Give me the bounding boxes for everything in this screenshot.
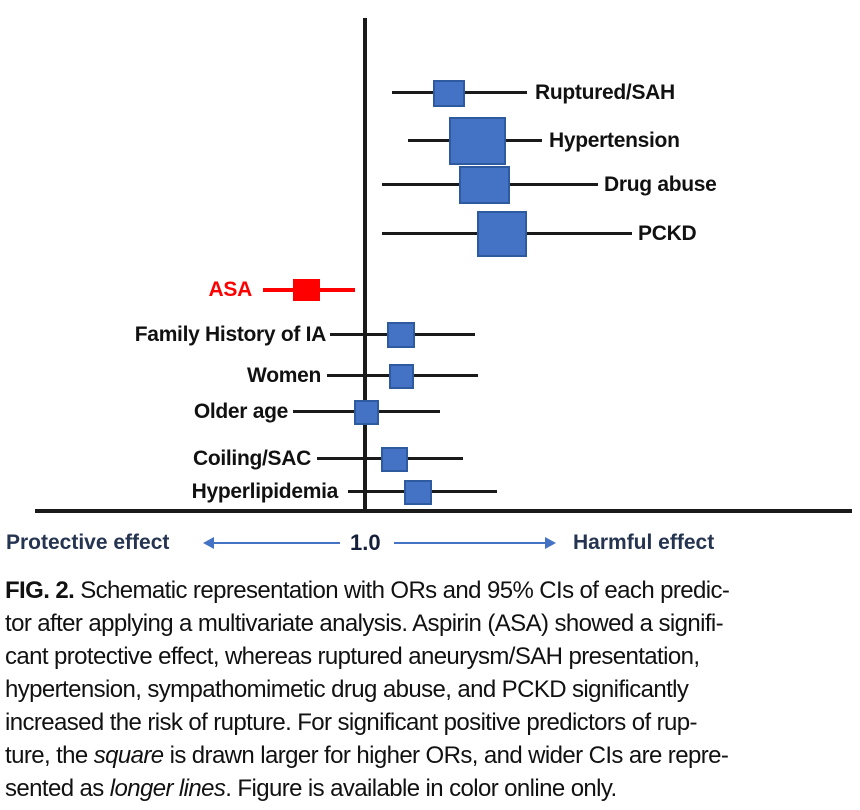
protective-arrow-line: [212, 542, 340, 544]
caption-text: is drawn larger for higher ORs, and wide…: [163, 742, 729, 769]
row-label: Women: [247, 364, 321, 387]
caption-line: tor after applying a multivariate analys…: [5, 607, 857, 640]
caption-line: ture, the square is drawn larger for hig…: [5, 739, 857, 772]
caption-text: cant protective effect, whereas ruptured…: [5, 643, 700, 670]
harmful-arrow-icon: [545, 537, 556, 549]
row-label: PCKD: [638, 222, 697, 245]
caption-text: . Figure is available in color online on…: [225, 775, 617, 802]
x-axis-labels: Protective effect 1.0 Harmful effect: [0, 528, 860, 562]
figure-caption: FIG. 2. Schematic representation with OR…: [5, 574, 857, 805]
caption-text: increased the risk of rupture. For signi…: [5, 709, 698, 736]
or-square: [477, 211, 527, 257]
row-label: ASA: [208, 278, 253, 301]
x-axis-line: [35, 509, 852, 513]
harmful-arrow-line: [394, 542, 547, 544]
row-label: Family History of IA: [134, 323, 327, 346]
reference-value-label: 1.0: [350, 530, 381, 555]
or-square: [387, 322, 415, 348]
caption-figure-number: FIG. 2.: [5, 577, 75, 604]
caption-emphasis: longer lines: [109, 775, 226, 802]
row-label: Hyperlipidemia: [191, 480, 339, 503]
caption-line: sented as longer lines. Figure is availa…: [5, 772, 857, 805]
caption-text: Schematic representation with ORs and 95…: [74, 577, 730, 604]
harmful-effect-label: Harmful effect: [573, 531, 715, 554]
or-square: [404, 479, 432, 505]
caption-text: ture, the: [5, 742, 94, 769]
or-square: [448, 117, 506, 165]
caption-emphasis: square: [93, 742, 164, 769]
protective-arrow-icon: [203, 537, 214, 549]
row-label: Ruptured/SAH: [535, 81, 675, 104]
row-label: Hypertension: [549, 129, 680, 152]
caption-text: tor after applying a multivariate analys…: [5, 610, 724, 637]
or-square: [292, 279, 320, 301]
caption-line: hypertension, sympathomimetic drug abuse…: [5, 673, 857, 706]
caption-line: cant protective effect, whereas ruptured…: [5, 640, 857, 673]
reference-line-1.0: [363, 18, 367, 512]
or-square: [458, 166, 510, 204]
row-label: Older age: [193, 400, 288, 423]
row-label: Coiling/SAC: [192, 447, 311, 470]
or-square: [433, 79, 465, 107]
or-square: [353, 399, 379, 425]
caption-line: increased the risk of rupture. For signi…: [5, 706, 857, 739]
or-square: [388, 363, 414, 389]
caption-text: sented as: [5, 775, 110, 802]
caption-text: hypertension, sympathomimetic drug abuse…: [5, 676, 689, 703]
row-label: Drug abuse: [604, 173, 717, 196]
or-square: [380, 446, 408, 472]
protective-effect-label: Protective effect: [6, 531, 170, 554]
caption-line: FIG. 2. Schematic representation with OR…: [5, 574, 857, 607]
